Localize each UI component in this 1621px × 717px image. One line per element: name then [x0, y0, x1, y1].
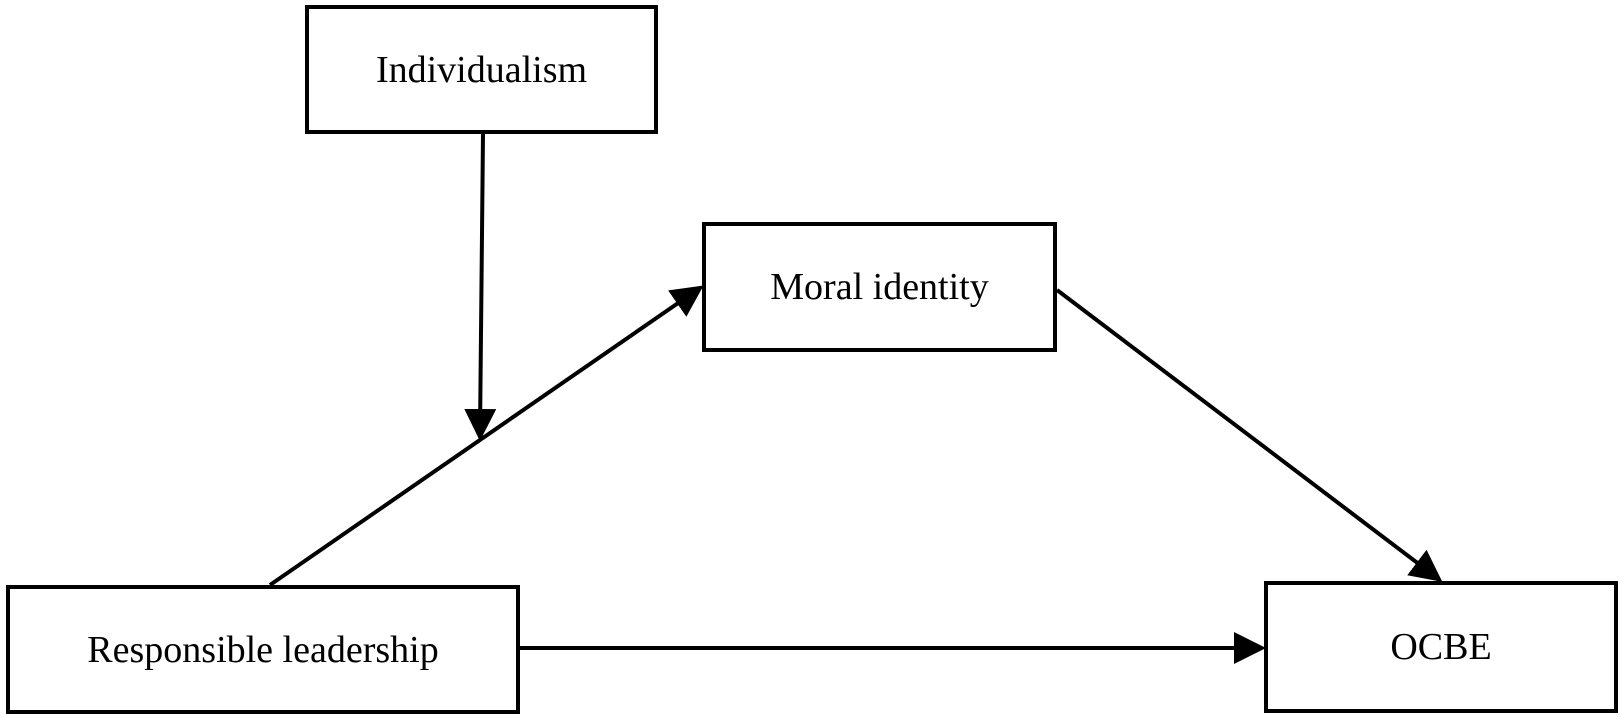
node-ocbe-label: OCBE	[1390, 626, 1492, 668]
node-responsible-leadership-label: Responsible leadership	[87, 628, 439, 671]
node-individualism: Individualism	[305, 5, 658, 134]
node-moral-identity-label: Moral identity	[770, 266, 989, 308]
node-ocbe: OCBE	[1264, 581, 1618, 713]
node-moral-identity: Moral identity	[702, 222, 1057, 352]
arrow-moral-to-ocbe	[1055, 288, 1443, 582]
arrow-individualism-moderation	[464, 133, 497, 441]
node-individualism-label: Individualism	[375, 48, 588, 91]
arrow-responsible-to-moral	[268, 285, 704, 587]
node-responsible-leadership: Responsible leadership	[6, 585, 520, 714]
